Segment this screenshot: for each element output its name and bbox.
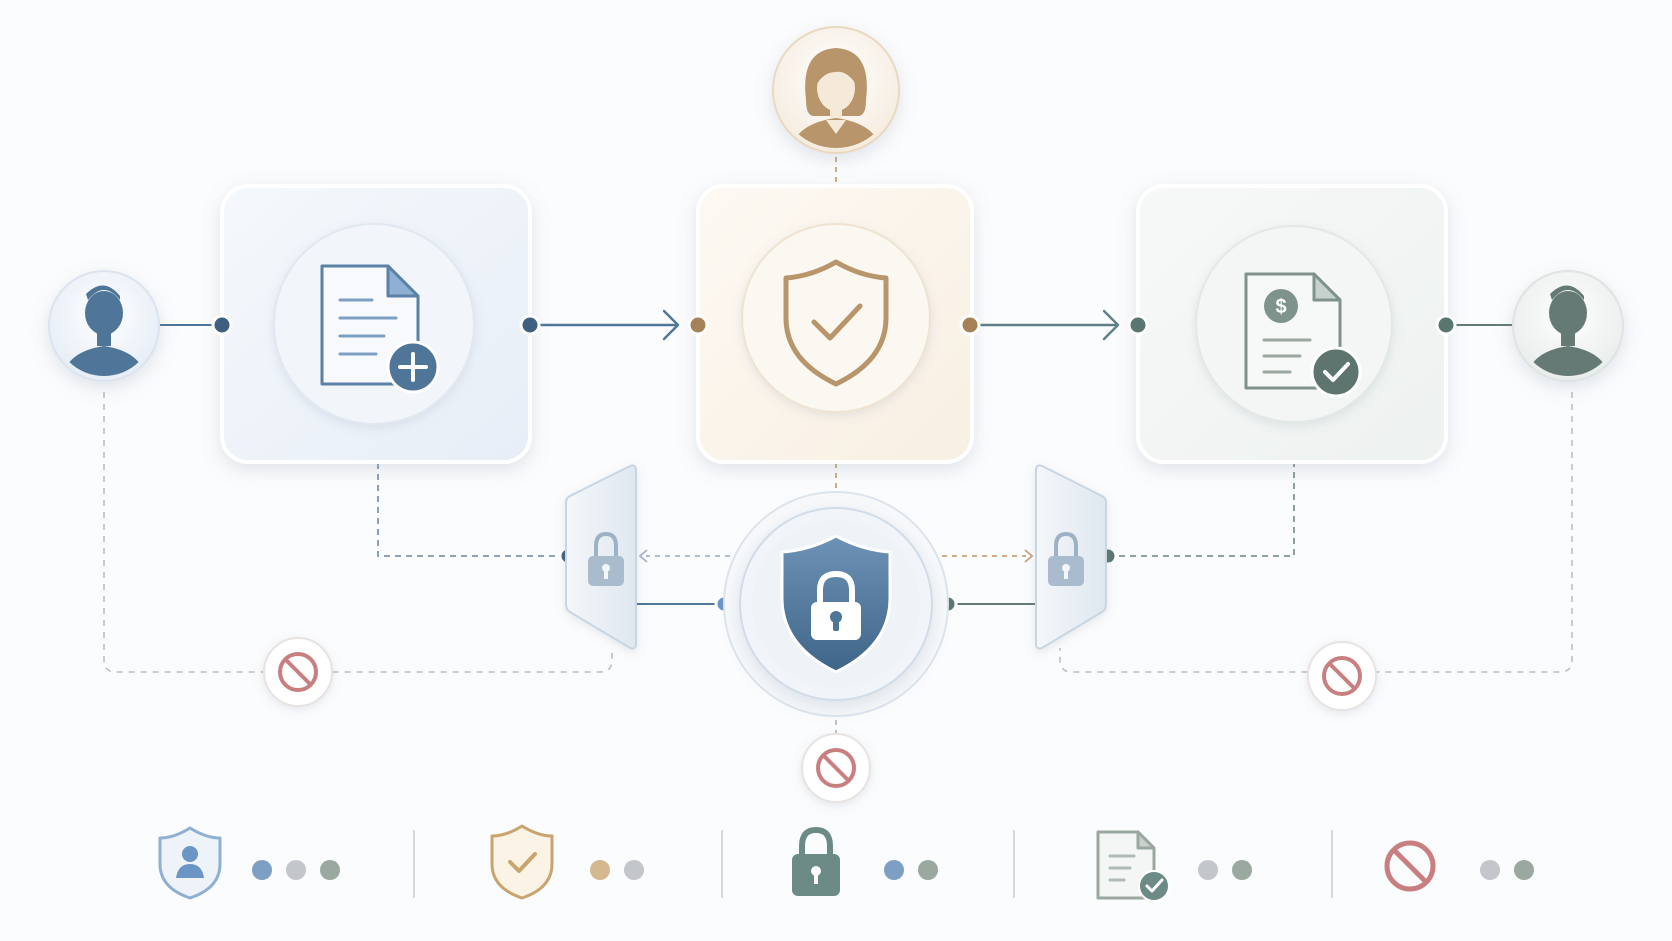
- legend-dot: [1480, 860, 1500, 880]
- legend-dot: [1514, 860, 1534, 880]
- node-approve-right: [959, 314, 981, 336]
- actor-recipient[interactable]: [1512, 270, 1624, 382]
- legend-dot: [286, 860, 306, 880]
- legend-item-4: [1096, 830, 1252, 902]
- dashed-requester-block: [103, 392, 613, 673]
- legend-dots: [1198, 860, 1252, 880]
- stage-approve[interactable]: [696, 184, 974, 464]
- legend-dot: [590, 860, 610, 880]
- secure-hub[interactable]: [723, 491, 949, 717]
- no-entry-icon: [1384, 840, 1436, 892]
- legend-dot: [320, 860, 340, 880]
- stage-create[interactable]: [220, 184, 532, 464]
- document-check-icon: [1096, 830, 1170, 902]
- actor-requester[interactable]: [48, 270, 160, 382]
- legend-dot: [1232, 860, 1252, 880]
- no-entry-icon: [278, 652, 318, 692]
- padlock-icon: [1048, 531, 1084, 586]
- invoice-check-icon: $: [1244, 272, 1362, 398]
- document-add-icon: [320, 264, 440, 394]
- no-entry-icon: [1322, 656, 1362, 696]
- actor-approver[interactable]: [772, 26, 900, 156]
- node-pay-right: [1435, 314, 1457, 336]
- stage-pay[interactable]: $: [1136, 184, 1448, 464]
- legend-item-2: [490, 824, 644, 900]
- dashed-create-gate: [377, 463, 566, 557]
- arrowhead-hub-left-gate: [638, 549, 648, 563]
- legend-item-1: [158, 826, 340, 900]
- node-create-left: [211, 314, 233, 336]
- svg-text:$: $: [1275, 296, 1286, 318]
- legend-dot: [918, 860, 938, 880]
- legend: [158, 824, 1534, 902]
- legend-dot: [1198, 860, 1218, 880]
- lock-shield-icon: [780, 534, 892, 674]
- legend-dots: [252, 860, 340, 880]
- legend-dot: [884, 860, 904, 880]
- node-create-right: [519, 314, 541, 336]
- arrowhead-approve-pay: [1102, 309, 1120, 341]
- legend-dot: [624, 860, 644, 880]
- left-gate[interactable]: [565, 464, 637, 650]
- arrowhead-hub-right-gate: [1024, 549, 1034, 563]
- dashed-gate-pay: [1108, 463, 1295, 557]
- node-approve-left: [687, 314, 709, 336]
- legend-dots: [590, 860, 644, 880]
- shield-check-icon: [783, 259, 889, 387]
- center-block: [801, 733, 871, 803]
- legend-dots: [1480, 860, 1534, 880]
- right-gate[interactable]: [1035, 464, 1107, 650]
- left-block: [263, 637, 333, 707]
- legend-item-5: [1384, 840, 1534, 892]
- node-pay-left: [1127, 314, 1149, 336]
- legend-dots: [884, 860, 938, 880]
- padlock-icon: [588, 531, 624, 586]
- no-entry-icon: [816, 748, 856, 788]
- shield-check-icon: [490, 824, 554, 900]
- padlock-icon: [792, 826, 840, 896]
- legend-item-3: [792, 826, 938, 896]
- legend-dot: [252, 860, 272, 880]
- right-block: [1307, 641, 1377, 711]
- shield-user-icon: [158, 826, 222, 900]
- arrowhead-create-approve: [662, 309, 680, 341]
